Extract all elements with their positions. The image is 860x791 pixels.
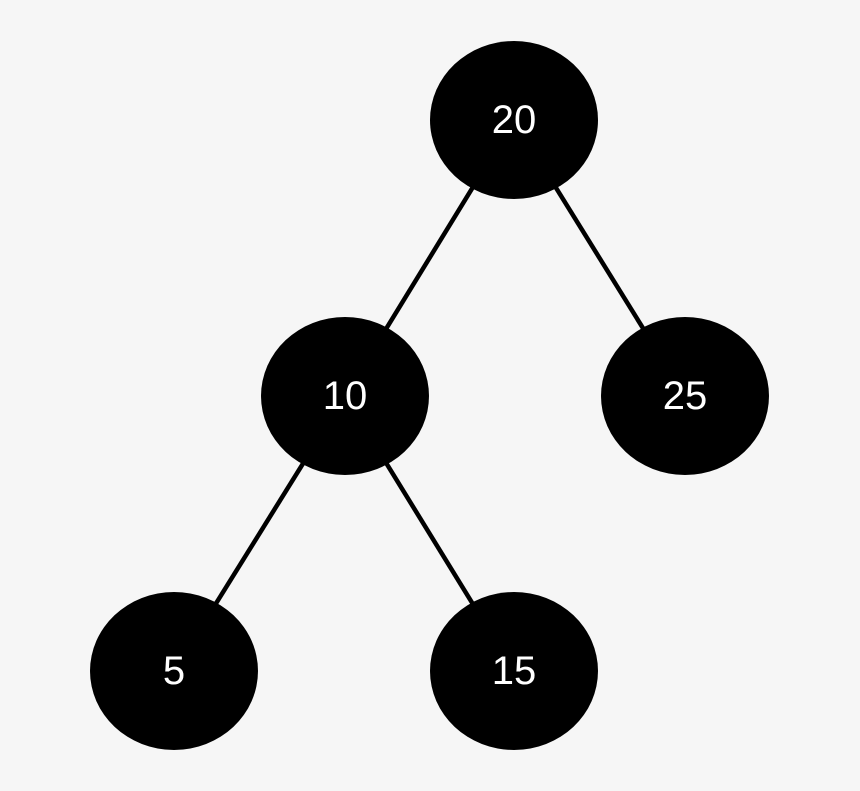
node-label-25: 25 [663, 374, 708, 418]
node-circle-25 [601, 317, 769, 475]
node-label-15: 15 [492, 649, 537, 693]
node-label-5: 5 [163, 649, 185, 693]
tree-node-5: 5 [90, 592, 258, 750]
tree-node-20: 20 [430, 41, 598, 199]
tree-node-25: 25 [601, 317, 769, 475]
node-circle-5 [90, 592, 258, 750]
node-label-20: 20 [492, 98, 537, 142]
tree-node-15: 15 [430, 592, 598, 750]
node-circle-10 [261, 317, 429, 475]
node-label-10: 10 [323, 374, 368, 418]
tree-node-10: 10 [261, 317, 429, 475]
node-circle-15 [430, 592, 598, 750]
node-circle-20 [430, 41, 598, 199]
